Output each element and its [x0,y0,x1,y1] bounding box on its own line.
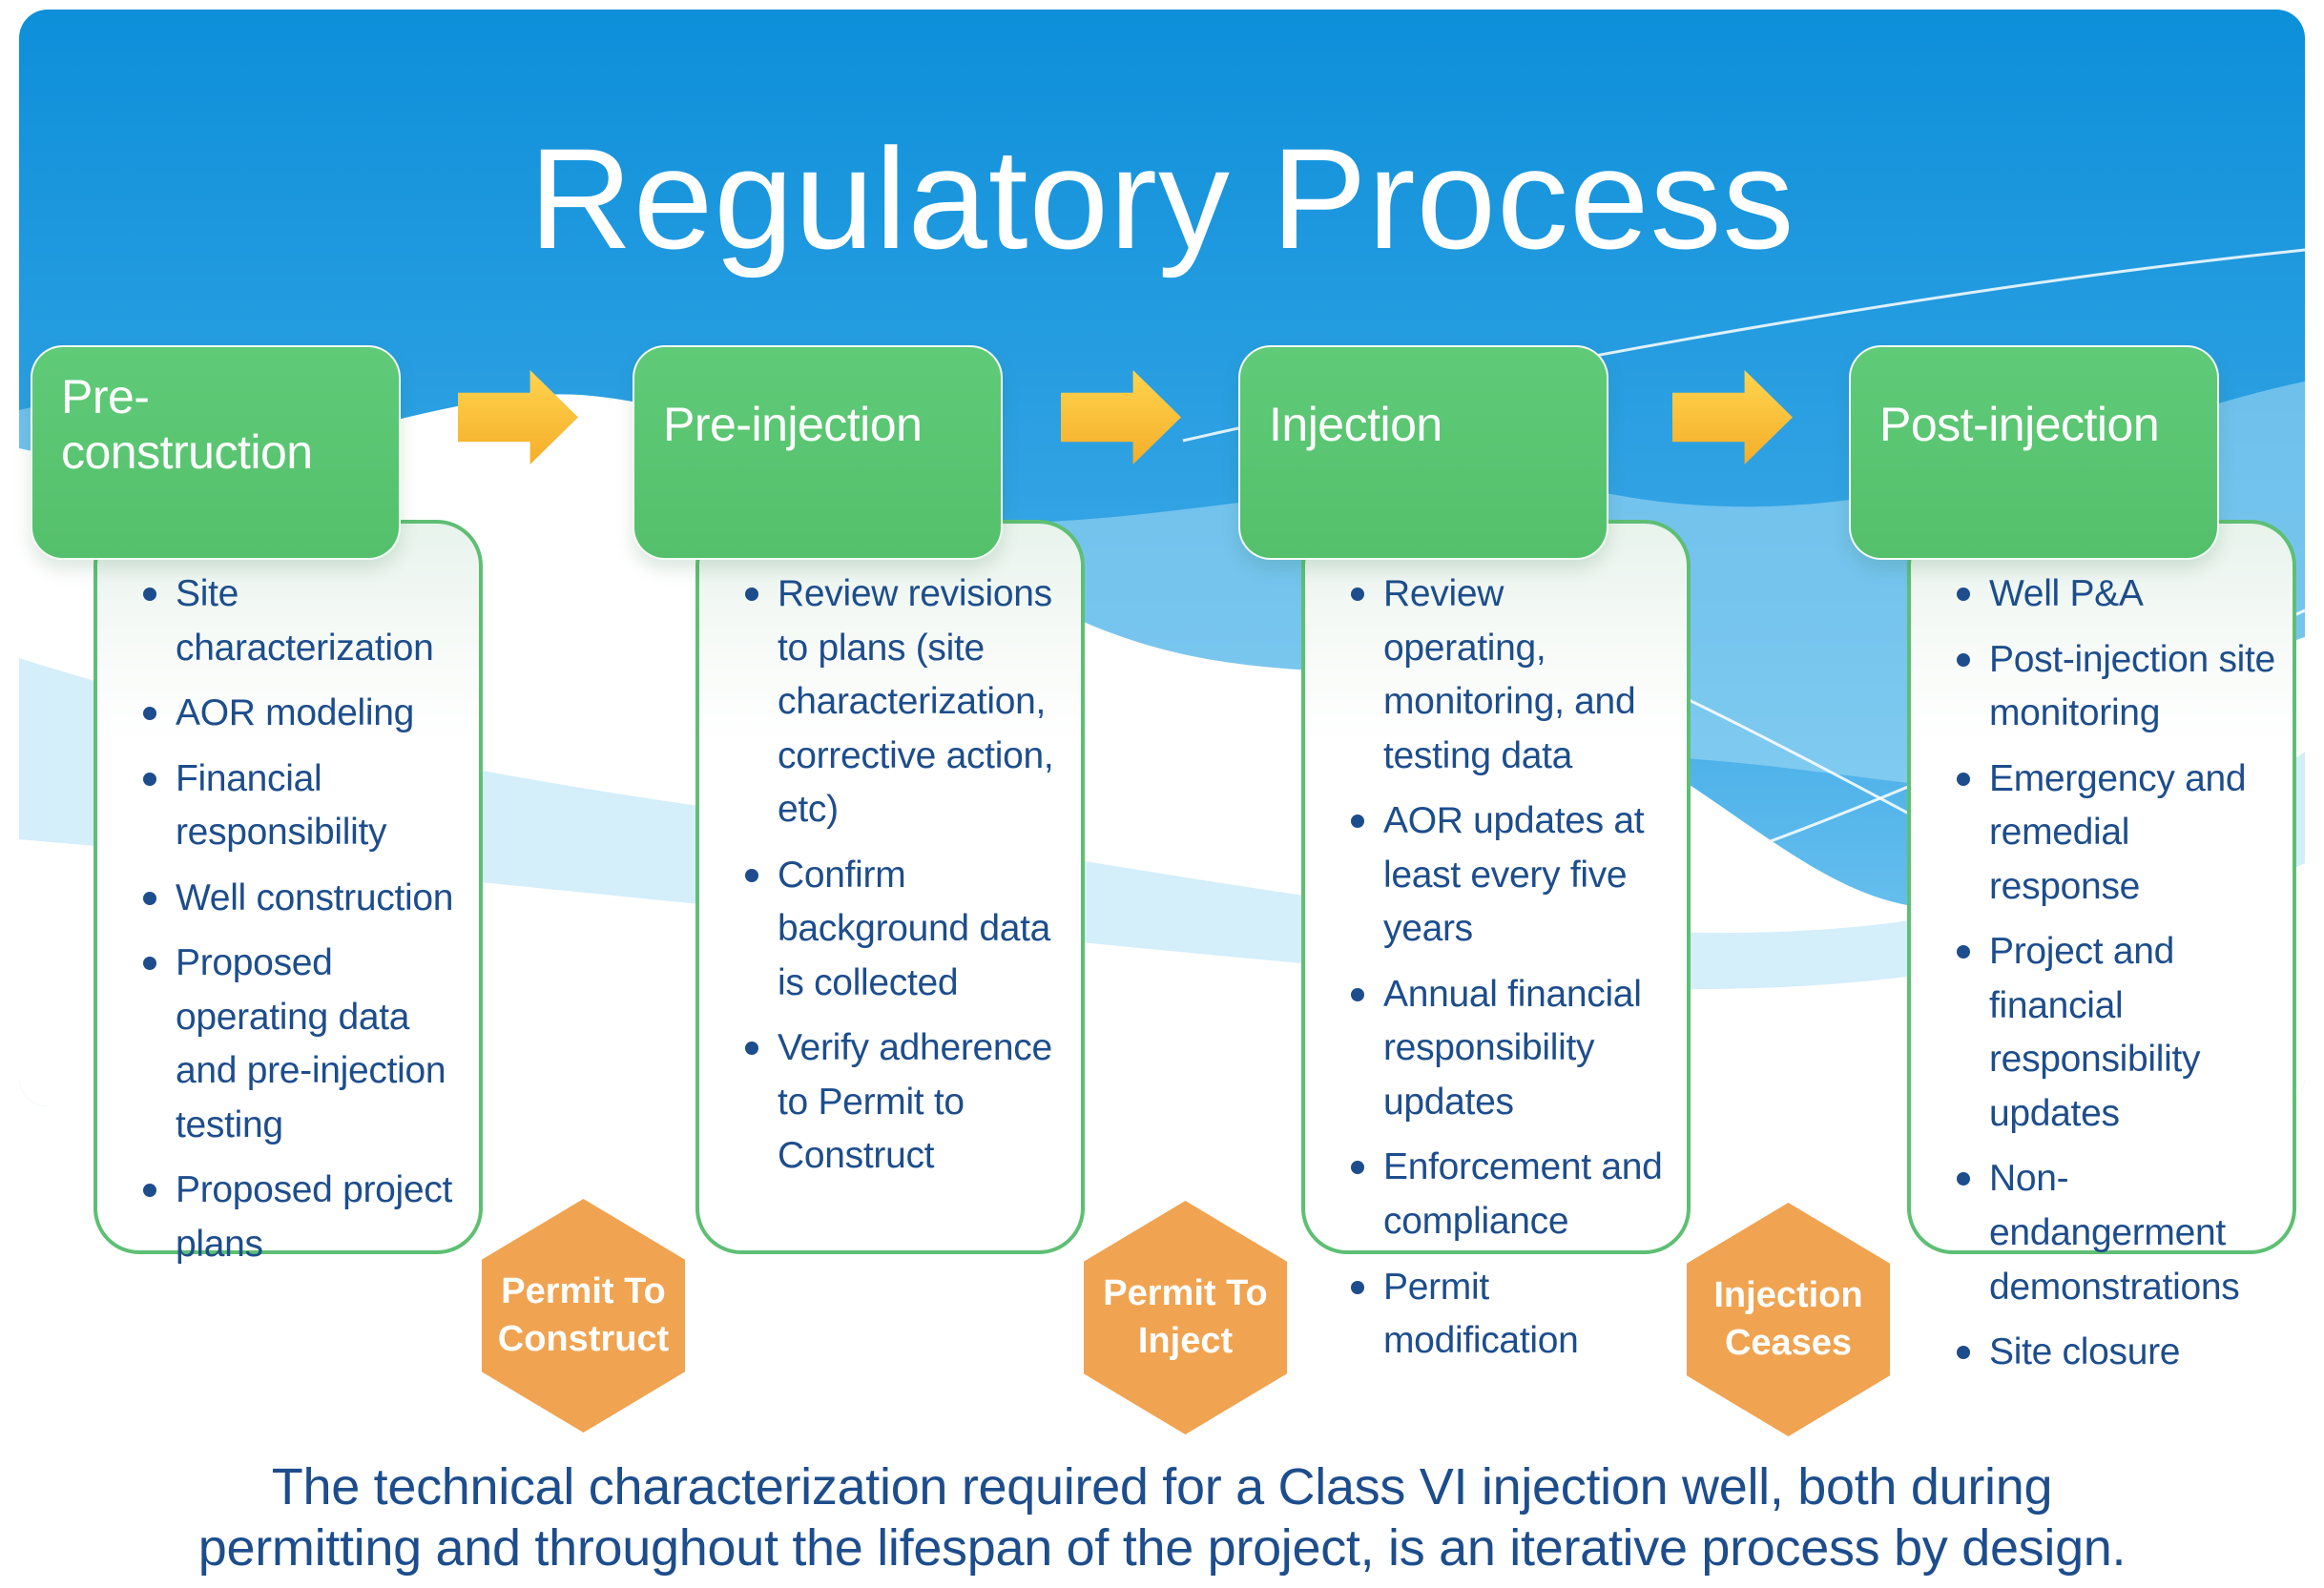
stage-header-post-injection: Post-injection [1849,345,2219,560]
stage-bullet: Well construction [141,872,467,926]
stage-header-label: Injection [1269,397,1442,451]
milestone-label-line: Injection [1713,1275,1863,1316]
stage-panel-injection: Review operating, monitoring, and testin… [1301,520,1691,1361]
stage-bullet: Permit modification [1349,1261,1675,1369]
caption: The technical characterization required … [0,1457,2324,1578]
stage-bullet: Review operating, monitoring, and testin… [1349,567,1675,783]
page-title: Regulatory Process [529,118,1795,278]
stage-panel-pre-injection: Review revisions to plans (site characte… [695,520,1085,1254]
stage-bullet-list: Review revisions to plans (site characte… [743,567,1069,1184]
milestone-label-line: Permit To [1103,1273,1268,1314]
stage-bullet: Site closure [1955,1326,2281,1380]
stage-header-label: Post-injection [1879,397,2160,451]
stage-bullet: AOR modeling [141,687,467,741]
stage-bullet-list: Well P&A Post-injection site monitoring … [1955,567,2281,1380]
stage-header-injection: Injection [1238,345,1608,560]
stage-bullet: Review revisions to plans (site characte… [743,567,1069,837]
stage-header-label: Pre-construction [61,369,313,479]
stage-bullet: AOR updates at least every five years [1349,794,1675,957]
milestone-label-line: Construct [497,1318,670,1359]
stage-bullet: Well P&A [1955,567,2281,622]
stage-bullet: Confirm background data is collected [743,849,1069,1011]
stage-bullet: Project and financial responsibility upd… [1955,925,2281,1141]
milestone-label-line: Permit To [501,1271,666,1312]
stage-header-pre-construction: Pre-construction [31,345,401,560]
stage-bullet-list: Site characterization AOR modeling Finan… [141,567,467,1272]
stage-bullet: Non-endangerment demonstrations [1955,1152,2281,1314]
stage-bullet: Emergency and remedial response [1955,753,2281,915]
stage-bullet: Site characterization [141,567,467,675]
caption-line-1: The technical characterization required … [271,1458,2053,1516]
stage-bullet: Post-injection site monitoring [1955,633,2281,741]
stage-bullet: Annual financial responsibility updates [1349,968,1675,1130]
stage-bullet-list: Review operating, monitoring, and testin… [1349,567,1675,1369]
stage-bullet: Proposed project plans [141,1164,467,1271]
stage-bullet: Verify adherence to Permit to Construct [743,1021,1069,1184]
stage-panel-pre-construction: Site characterization AOR modeling Finan… [93,520,483,1265]
milestone-label-line: Inject [1137,1320,1234,1361]
stage-header-label: Pre-injection [663,397,923,451]
stage-header-pre-injection: Pre-injection [633,345,1003,560]
stage-bullet: Enforcement and compliance [1349,1141,1675,1248]
milestone-label-line: Ceases [1724,1322,1853,1363]
stage-bullet: Financial responsibility [141,753,467,860]
caption-line-2: permitting and throughout the lifespan o… [197,1518,2127,1577]
stage-bullet: Proposed operating data and pre-injectio… [141,937,467,1152]
stage-panel-post-injection: Well P&A Post-injection site monitoring … [1907,520,2296,1372]
